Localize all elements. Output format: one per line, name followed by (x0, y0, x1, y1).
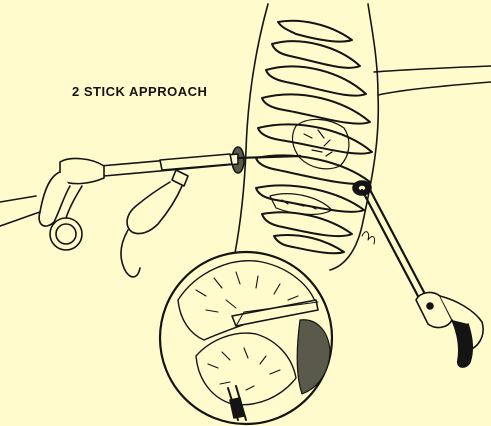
rib-cage (255, 19, 373, 255)
magnified-inset (158, 250, 334, 426)
left-instrument (0, 153, 302, 251)
artist-signature (361, 231, 375, 245)
torso-outline (231, 3, 491, 271)
approach-label: 2 STICK APPROACH (72, 84, 208, 99)
lung-tissue (269, 118, 350, 216)
right-instrument (360, 184, 484, 368)
cable-connector (120, 169, 189, 278)
